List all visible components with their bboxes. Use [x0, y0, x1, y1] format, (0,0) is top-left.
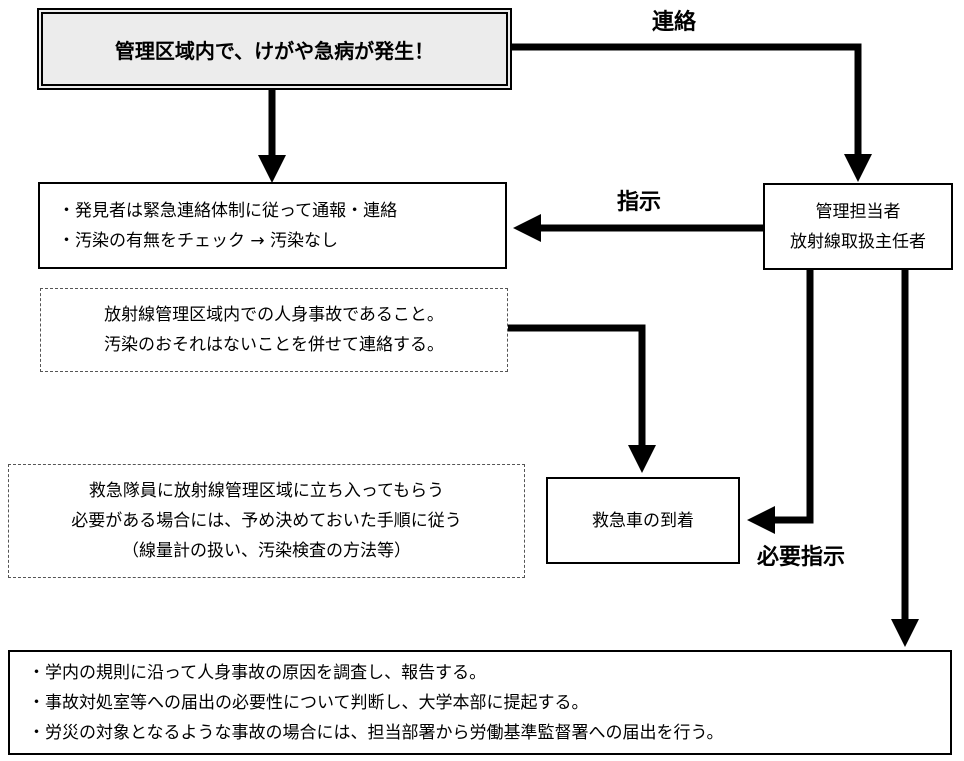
followup-line-3: ・労災の対象となるような事故の場合には、担当部署から労働基準監督署への届出を行う…: [28, 722, 724, 743]
arrow-report-note-to-ambulance: [508, 324, 656, 473]
edge-label-contact: 連絡: [652, 10, 697, 35]
first-actions-box: ・発見者は緊急連絡体制に従って通報・連絡 ・汚染の有無をチェック → 汚染なし: [38, 182, 507, 269]
ambulance-box: 救急車の到着: [546, 477, 740, 564]
ambulance-note-line-1: 救急隊員に放射線管理区域に立ち入ってもらう: [88, 481, 445, 501]
ambulance-note-box: 救急隊員に放射線管理区域に立ち入ってもらう 必要がある場合には、予め決めておいた…: [8, 464, 525, 578]
ambulance-text: 救急車の到着: [592, 510, 694, 531]
report-note-line-2: 汚染のおそれはないことを併せて連絡する。: [104, 335, 444, 355]
report-note-box: 放射線管理区域内での人身事故であること。 汚染のおそれはないことを併せて連絡する…: [40, 288, 508, 372]
edge-label-instruct: 指示: [617, 190, 662, 215]
ambulance-note-line-2: 必要がある場合には、予め決めておいた手順に従う: [71, 511, 462, 531]
manager-line-2: 放射線取扱主任者: [790, 231, 926, 252]
manager-box: 管理担当者 放射線取扱主任者: [763, 183, 953, 270]
followup-line-1: ・学内の規則に沿って人身事故の原因を調査し、報告する。: [28, 662, 487, 683]
manager-line-1: 管理担当者: [815, 201, 901, 222]
report-note-line-1: 放射線管理区域内での人身事故であること。: [104, 305, 444, 325]
edge-label-necessary-instruct: 必要指示: [757, 545, 846, 570]
first-actions-line-1: ・発見者は緊急連絡体制に従って通報・連絡: [58, 200, 398, 221]
arrow-manager-to-ambulance: [747, 270, 814, 534]
incident-text: 管理区域内で、けがや急病が発生！: [114, 38, 435, 63]
incident-box: 管理区域内で、けがや急病が発生！: [37, 8, 512, 90]
ambulance-note-line-3: （線量計の扱い、汚染検査の方法等）: [122, 541, 411, 561]
followup-line-2: ・事故対処室等への届出の必要性について判断し、大学本部に提起する。: [28, 692, 589, 713]
arrow-incident-to-manager: [510, 43, 872, 182]
followup-box: ・学内の規則に沿って人身事故の原因を調査し、報告する。 ・事故対処室等への届出の…: [8, 650, 952, 755]
first-actions-line-2: ・汚染の有無をチェック → 汚染なし: [58, 230, 339, 251]
